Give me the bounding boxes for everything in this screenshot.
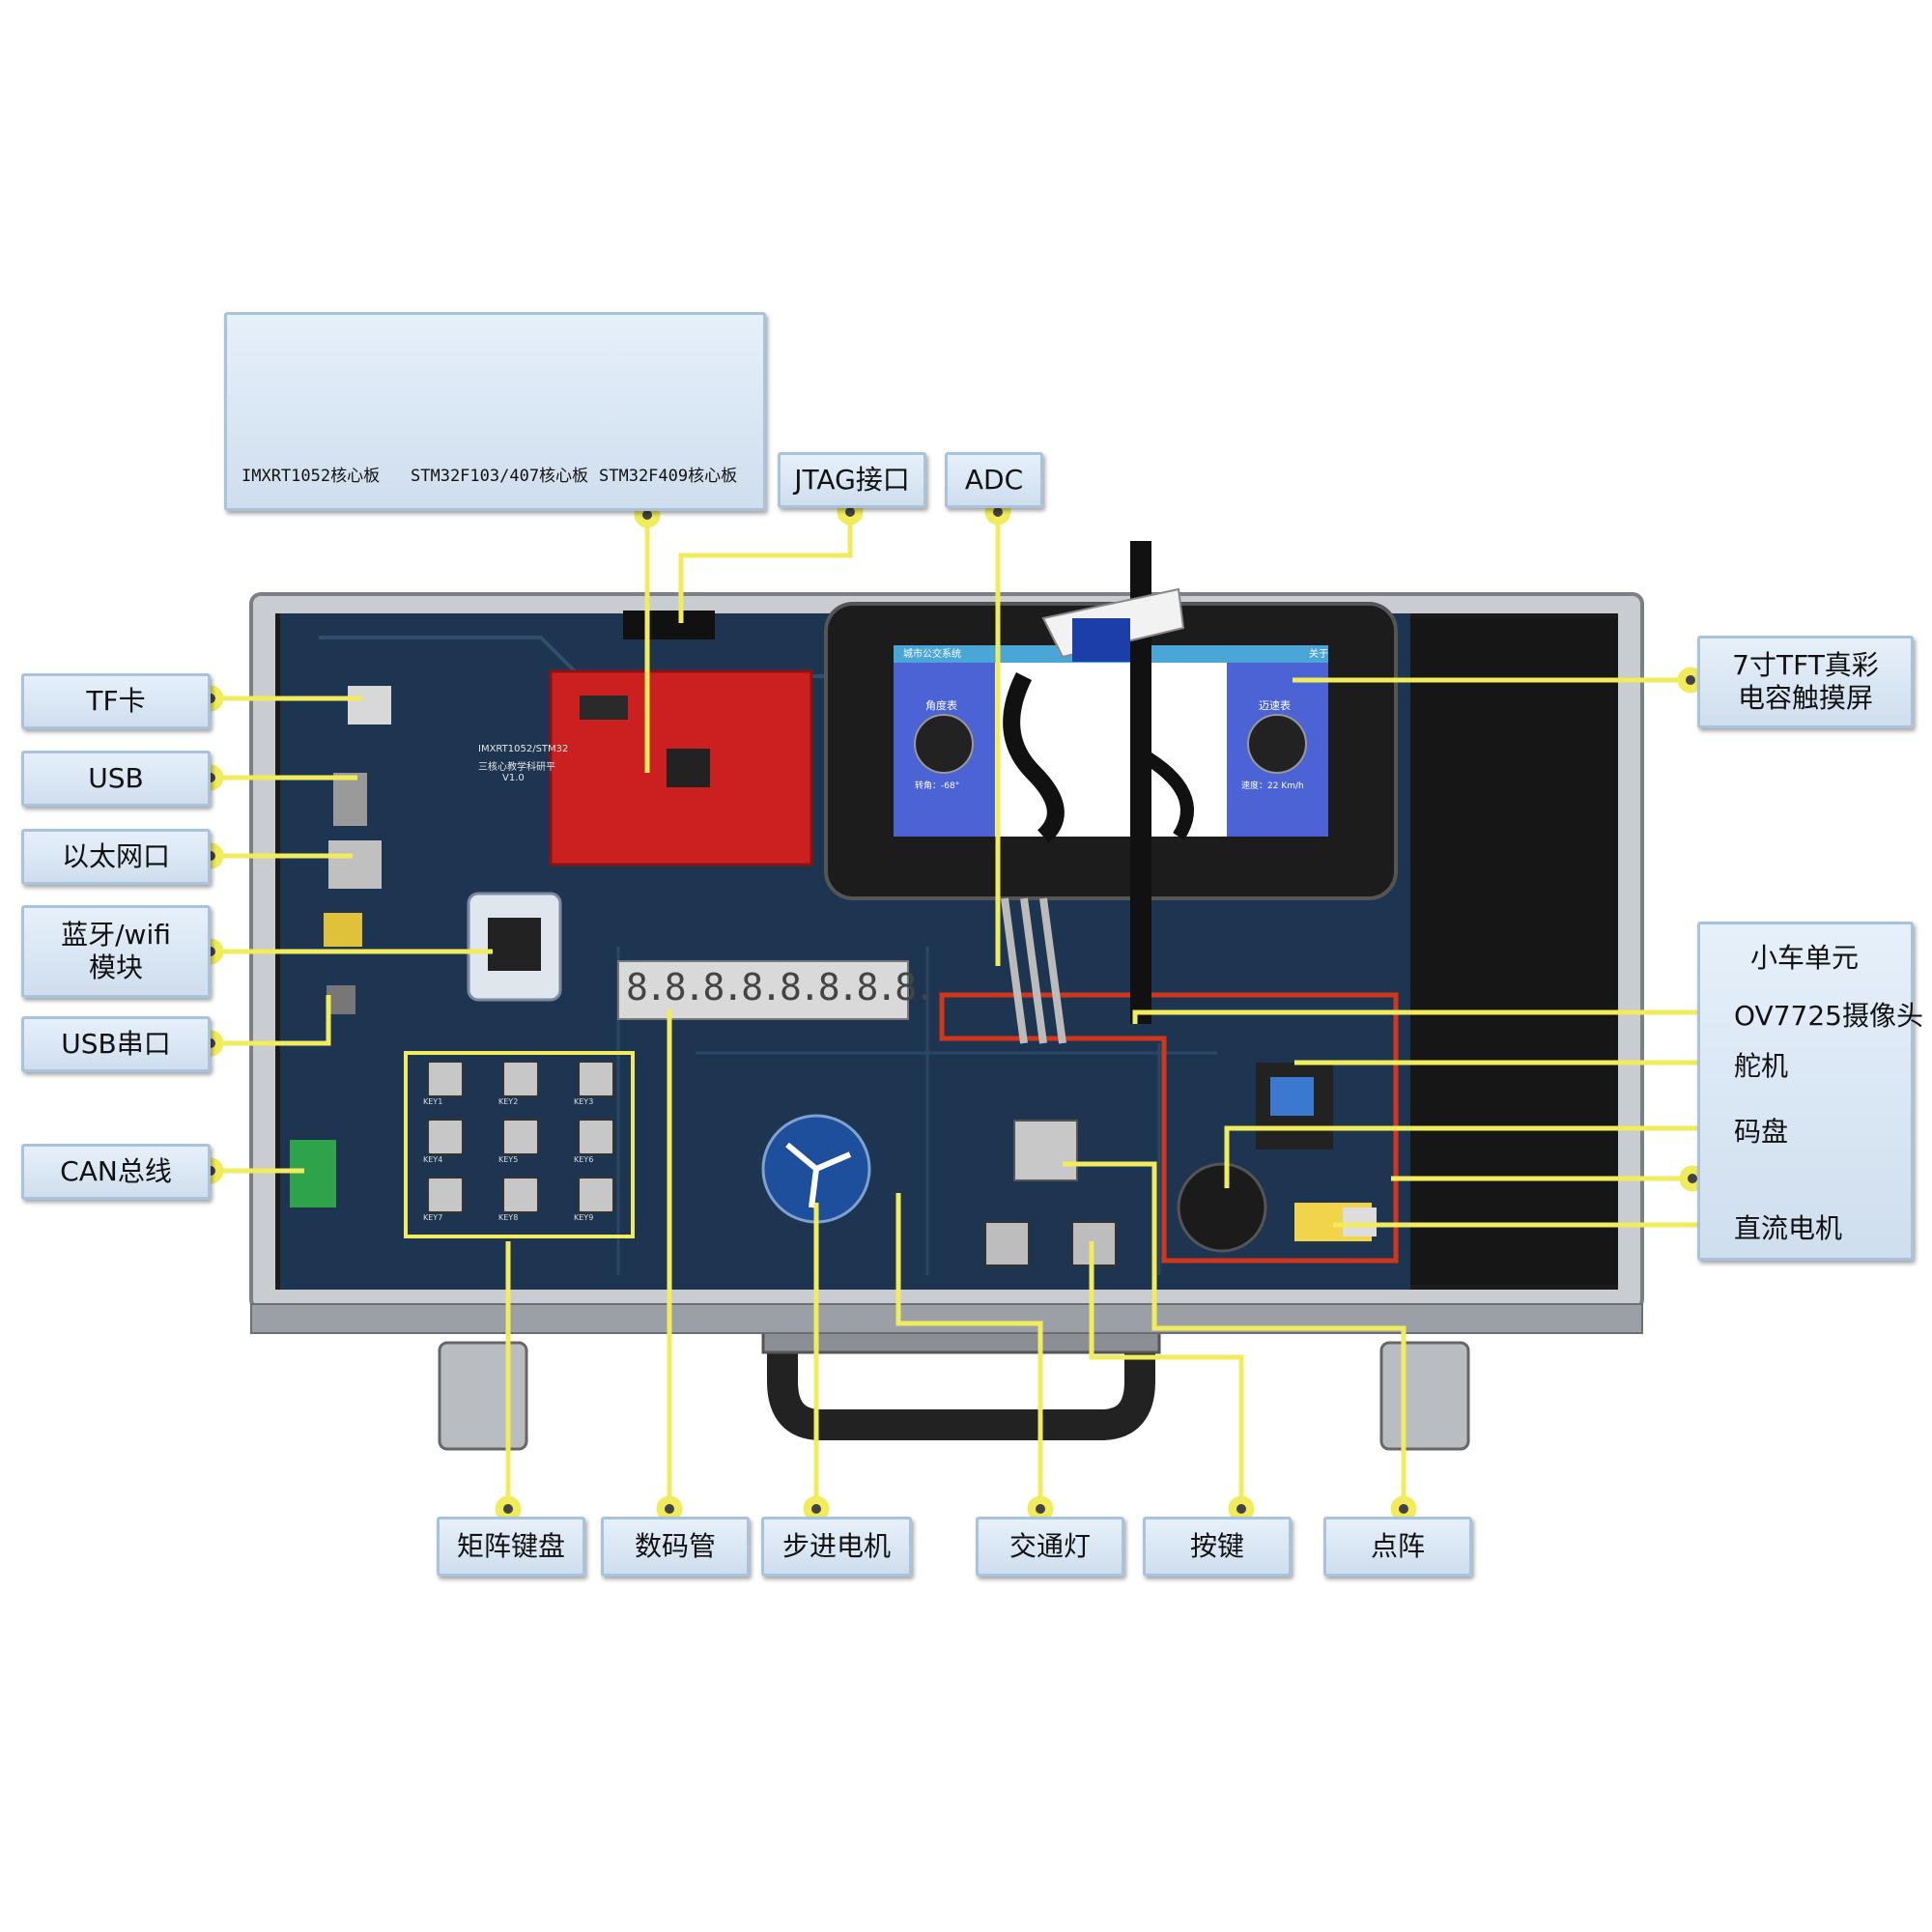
screen-angle-title: 角度表 [925, 699, 957, 712]
screen-close: 关于 [1309, 649, 1328, 660]
screen-app-title: 城市公交系统 [903, 649, 961, 660]
keypad-key[interactable] [578, 1061, 614, 1097]
keypad-key[interactable] [427, 1177, 464, 1213]
core-board-label-2: STM32F103/407核心板 [411, 467, 589, 486]
callout-traffic-light: 交通灯 [976, 1517, 1124, 1577]
seven-seg-display: 8.8.8.8.8.8.8.8. [626, 966, 936, 1009]
board-print-title: IMXRT1052/STM32 [478, 744, 569, 754]
keypad-key[interactable] [502, 1061, 539, 1097]
keypad-key[interactable] [578, 1177, 614, 1213]
car-unit-encoder: 码盘 [1734, 1116, 1789, 1148]
callout-dot-matrix: 点阵 [1323, 1517, 1472, 1577]
keypad-key-label: KEY8 [498, 1213, 519, 1222]
keypad-key-label: KEY7 [423, 1213, 443, 1222]
core-board-label-1: IMXRT1052核心板 [242, 467, 381, 486]
keypad-key[interactable] [427, 1119, 464, 1155]
car-unit-dc-motor: 直流电机 [1734, 1212, 1843, 1244]
keypad-key[interactable] [427, 1061, 464, 1097]
callout-ethernet: 以太网口 [21, 829, 211, 885]
dot-icon [1677, 667, 1704, 694]
keypad-key[interactable] [578, 1119, 614, 1155]
callout-tf-card: TF卡 [21, 673, 211, 729]
car-unit-title: 小车单元 [1750, 942, 1860, 974]
screen-speed-value: 速度：22 Km/h [1241, 781, 1304, 791]
keypad-key-label: KEY2 [498, 1097, 519, 1106]
dot-icon [656, 1495, 683, 1522]
keypad-key[interactable] [502, 1177, 539, 1213]
board-print-version: V1.0 [502, 773, 525, 783]
screen-speed-title: 迈速表 [1259, 699, 1291, 712]
leader-lines [211, 517, 1719, 1507]
callout-can-bus: CAN总线 [21, 1144, 211, 1200]
callout-usb-serial: USB串口 [21, 1016, 211, 1072]
callout-matrix-keypad: 矩阵键盘 [437, 1517, 585, 1577]
keypad-key-label: KEY3 [574, 1097, 594, 1106]
board-print-subtitle: 三核心教学科研平 [478, 762, 555, 773]
dot-icon [1228, 1495, 1255, 1522]
core-board-label-3: STM32F409核心板 [599, 467, 738, 486]
tft-screen [824, 602, 1398, 900]
dot-icon [495, 1495, 522, 1522]
car-unit-camera: OV7725摄像头 [1734, 1000, 1923, 1032]
keypad-key-label: KEY4 [423, 1155, 443, 1164]
screen-angle-value: 转角：-68° [915, 781, 960, 791]
callout-bt-wifi: 蓝牙/wifi 模块 [21, 905, 211, 998]
camera-mount [1001, 541, 1185, 1044]
keypad-key[interactable] [502, 1119, 539, 1155]
callout-adc: ADC [945, 452, 1043, 508]
keypad-key-label: KEY9 [574, 1213, 594, 1222]
keypad-key-label: KEY1 [423, 1097, 443, 1106]
callout-button: 按键 [1143, 1517, 1292, 1577]
keypad-key-label: KEY6 [574, 1155, 594, 1164]
callout-tft: 7寸TFT真彩 电容触摸屏 [1697, 636, 1914, 728]
car-unit-servo: 舵机 [1734, 1050, 1789, 1082]
callout-seven-seg: 数码管 [601, 1517, 750, 1577]
keypad-key-label: KEY5 [498, 1155, 519, 1164]
callout-usb: USB [21, 751, 211, 807]
car-unit-panel [1697, 922, 1914, 1261]
callout-jtag: JTAG接口 [778, 452, 926, 508]
core-boards-panel [224, 312, 766, 511]
callout-stepper: 步进电机 [761, 1517, 912, 1577]
